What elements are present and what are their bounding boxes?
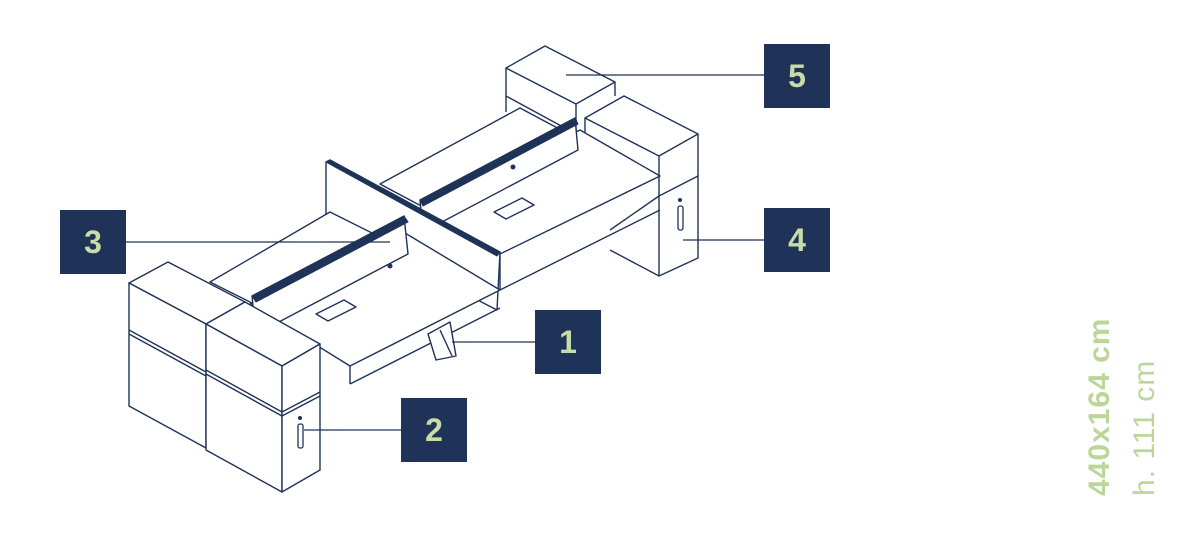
badge-3: 3	[60, 210, 126, 274]
badge-5-label: 5	[788, 58, 806, 94]
badge-5: 5	[764, 44, 830, 108]
badge-2-label: 2	[425, 412, 443, 448]
badge-2: 2	[401, 398, 467, 462]
badge-1: 1	[535, 310, 601, 374]
front-storage-unit	[128, 261, 321, 493]
badge-4-label: 4	[788, 222, 806, 258]
back-storage-unit	[505, 45, 699, 277]
leader-lines	[126, 74, 766, 431]
dimension-height: h. 111 cm	[1128, 359, 1161, 496]
dimension-footprint: 440x164 cm	[1083, 317, 1116, 497]
badge-3-label: 3	[84, 224, 102, 260]
front-privacy-screen	[251, 215, 409, 335]
badge-1-label: 1	[559, 324, 577, 360]
badge-4: 4	[764, 208, 830, 272]
